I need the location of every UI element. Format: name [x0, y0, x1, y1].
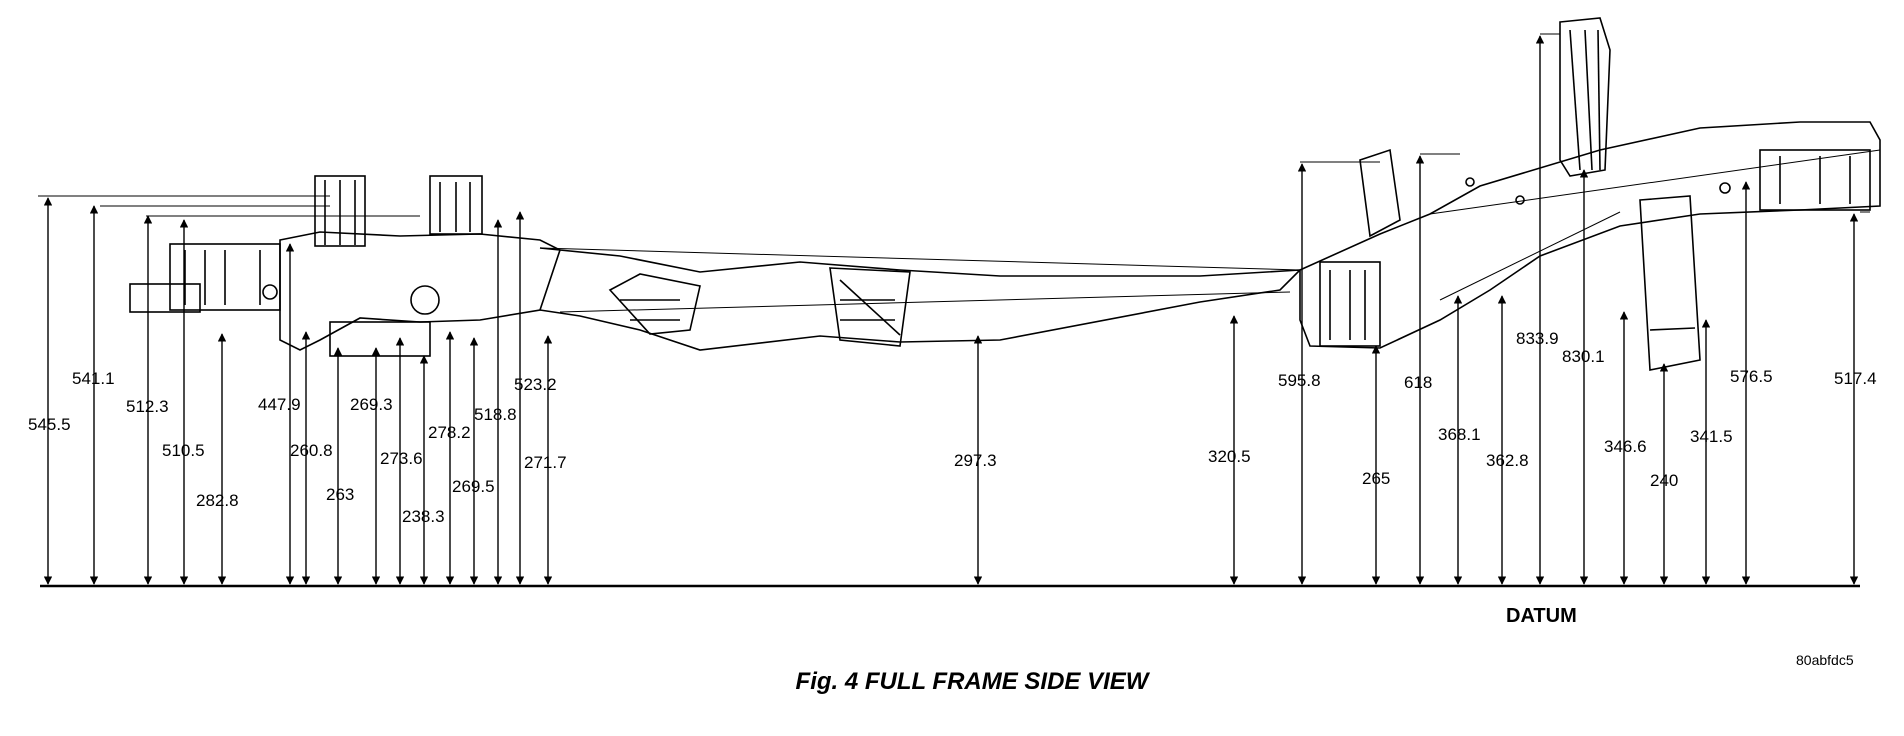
dim-269-3: 269.3	[350, 395, 393, 414]
datum-label: DATUM	[1506, 605, 1577, 627]
transmission-crossmember	[829, 267, 911, 347]
dim-320-5: 320.5	[1208, 447, 1251, 466]
center-rail	[539, 247, 1303, 351]
figure-caption: Fig. 4 FULL FRAME SIDE VIEW	[795, 668, 1149, 695]
dim-518-8: 518.8	[474, 405, 517, 424]
front-bumper-bracket	[129, 283, 201, 313]
dim-273-6: 273.6	[380, 449, 423, 468]
dim-368-1: 368.1	[1438, 425, 1481, 444]
dim-595-8: 595.8	[1278, 371, 1321, 390]
dim-510-5: 510.5	[162, 441, 205, 460]
rear-bracket	[1359, 148, 1401, 238]
dim-541-1: 541.1	[72, 369, 115, 388]
dim-833-9: 833.9	[1516, 329, 1559, 348]
rear-shock-tower	[1559, 17, 1611, 177]
rear-kickup	[1299, 121, 1881, 349]
dim-447-9: 447.9	[258, 395, 301, 414]
dim-269-5: 269.5	[452, 477, 495, 496]
dim-576-5: 576.5	[1730, 367, 1773, 386]
dim-238-3: 238.3	[402, 507, 445, 526]
mid-bracket	[608, 273, 701, 335]
frame-drawing	[129, 17, 1881, 371]
reference-lines	[38, 33, 1870, 217]
dim-240: 240	[1650, 471, 1678, 490]
dim-341-5: 341.5	[1690, 427, 1733, 446]
dim-278-2: 278.2	[428, 423, 471, 442]
rear-spring-hanger	[1639, 195, 1701, 371]
figure-id: 80abfdc5	[1796, 652, 1854, 668]
dim-517-4: 517.4	[1834, 369, 1877, 388]
dim-362-8: 362.8	[1486, 451, 1529, 470]
front-spring-tower-right	[429, 175, 483, 235]
dim-297-3: 297.3	[954, 451, 997, 470]
dim-618: 618	[1404, 373, 1432, 392]
dim-346-6: 346.6	[1604, 437, 1647, 456]
front-spring-tower-left	[314, 175, 366, 247]
dim-260-8: 260.8	[290, 441, 333, 460]
dim-265: 265	[1362, 469, 1390, 488]
dim-545-5: 545.5	[28, 415, 71, 434]
dimension-labels: 545.5 541.1 512.3 510.5 282.8 447.9 260.…	[28, 329, 1877, 526]
rear-crossmember	[1319, 261, 1381, 347]
dim-263: 263	[326, 485, 354, 504]
dim-512-3: 512.3	[126, 397, 169, 416]
dimension-arrows	[43, 35, 1859, 585]
dim-271-7: 271.7	[524, 453, 567, 472]
dim-830-1: 830.1	[1562, 347, 1605, 366]
rear-hitch-bracket	[1759, 149, 1871, 211]
dim-282-8: 282.8	[196, 491, 239, 510]
front-rail	[279, 231, 561, 351]
dim-523-2: 523.2	[514, 375, 557, 394]
